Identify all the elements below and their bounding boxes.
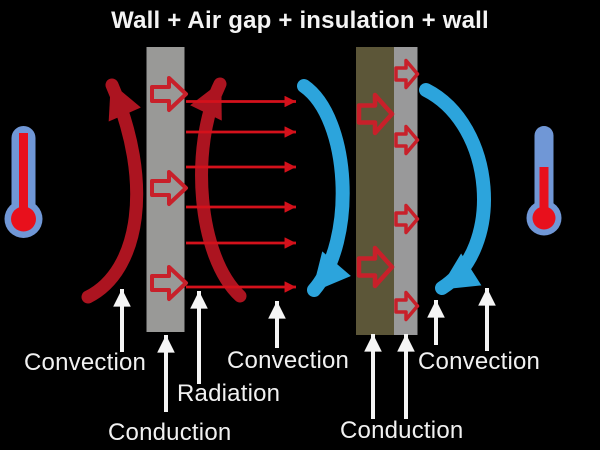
- conduction-arrow: [394, 124, 420, 156]
- wall-right-layer: [394, 47, 418, 335]
- convection-arrows: [81, 77, 491, 304]
- conduction-arrow: [150, 170, 188, 206]
- convection-hot-arrow-outer-left: [81, 78, 144, 304]
- label-convection-left: Convection: [24, 349, 147, 376]
- label-radiation: Radiation: [177, 380, 281, 407]
- conduction-arrow: [394, 203, 420, 235]
- conduction-arrow: [150, 76, 188, 112]
- thermometer-cold-icon: [526, 126, 562, 236]
- convection-hot-arrow-airgap: [190, 77, 247, 303]
- convection-cold-arrow-outer-right: [419, 83, 491, 295]
- conduction-arrows-right-wall: [394, 58, 420, 322]
- thermometer-hot-icon: [4, 126, 43, 238]
- conduction-arrows-left-wall: [150, 76, 188, 301]
- radiation-arrows: [186, 95, 296, 293]
- label-conduction-left: Conduction: [108, 419, 232, 446]
- label-convection-right: Convection: [418, 348, 541, 375]
- convection-cold-arrow-airgap: [297, 79, 351, 297]
- label-convection-middle: Convection: [227, 347, 350, 374]
- conduction-arrow: [150, 265, 188, 301]
- conduction-arrow: [394, 290, 420, 322]
- conduction-arrow: [356, 92, 395, 136]
- label-conduction-right: Conduction: [340, 417, 464, 444]
- conduction-arrow: [356, 245, 395, 289]
- conduction-arrows-insulation: [356, 92, 395, 289]
- material-layers: [146, 47, 418, 335]
- page-title: Wall + Air gap + insulation + wall: [111, 7, 489, 34]
- insulation-layer: [356, 47, 394, 335]
- label-pointer-arrows: [113, 288, 496, 419]
- conduction-arrow: [394, 58, 420, 90]
